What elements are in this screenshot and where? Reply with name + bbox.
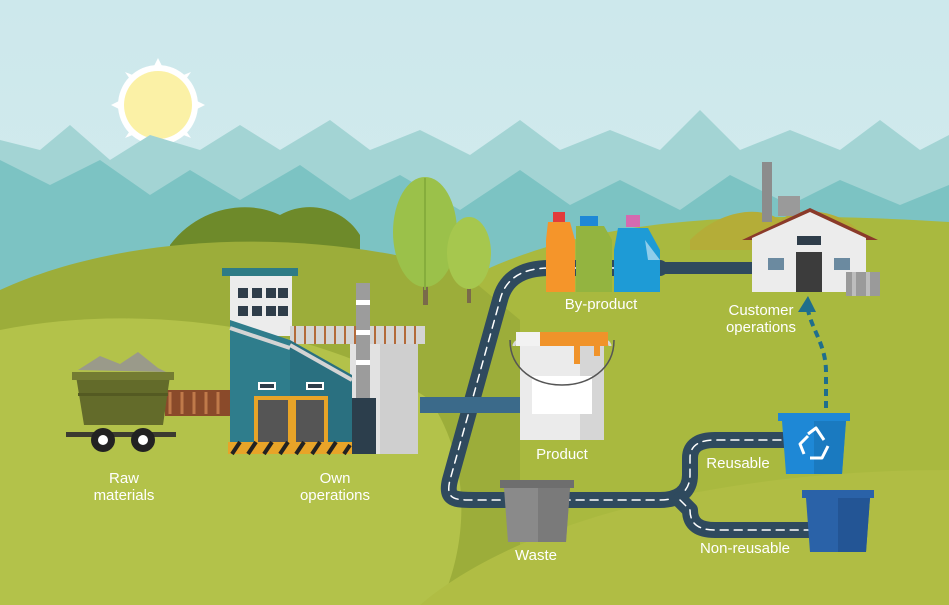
waste-bin-icon — [500, 480, 574, 542]
blue-bin-icon — [802, 490, 874, 552]
label-by-product: By-product — [564, 296, 638, 313]
label-reusable: Reusable — [706, 455, 770, 472]
customer-building-icon — [742, 162, 880, 296]
label-customer-operations: Customer operations — [725, 302, 797, 336]
road — [420, 260, 818, 538]
recycle-bin-icon — [778, 413, 850, 474]
label-non-reusable: Non-reusable — [699, 540, 791, 557]
tree-icon — [447, 217, 491, 303]
bottles-icon — [546, 212, 660, 292]
factory-icon — [222, 268, 425, 456]
label-product: Product — [536, 446, 588, 463]
label-own-operations: Own operations — [299, 470, 371, 504]
mine-cart-icon — [66, 352, 230, 452]
label-waste: Waste — [515, 547, 557, 564]
reuse-arrow — [798, 296, 828, 408]
label-raw-materials: Raw materials — [93, 470, 155, 504]
paint-bucket-icon — [509, 332, 615, 440]
sun-icon — [111, 58, 205, 152]
tree-icon — [393, 177, 457, 305]
